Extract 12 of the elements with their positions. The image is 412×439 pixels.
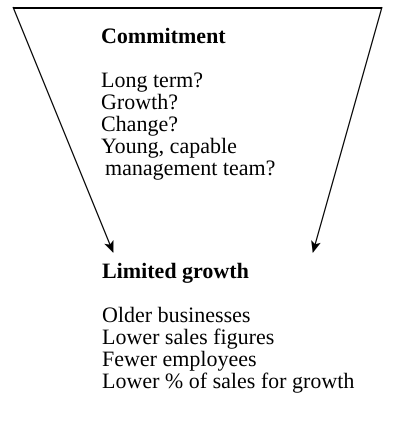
- list-item: Lower % of sales for growth: [102, 370, 356, 392]
- list-item: Lower sales figures: [102, 326, 276, 348]
- arrow: [311, 6, 383, 253]
- heading: Commitment: [101, 25, 227, 47]
- list-item: Growth?: [101, 91, 179, 113]
- list-item: Long term?: [101, 69, 204, 91]
- heading: Limited growth: [102, 260, 250, 282]
- list-item: Fewer employees: [102, 348, 257, 370]
- arrow: [12, 6, 114, 253]
- list-item: Young, capable management team?: [101, 135, 276, 179]
- list-item: Older businesses: [102, 304, 252, 326]
- list-item: Change?: [101, 113, 179, 135]
